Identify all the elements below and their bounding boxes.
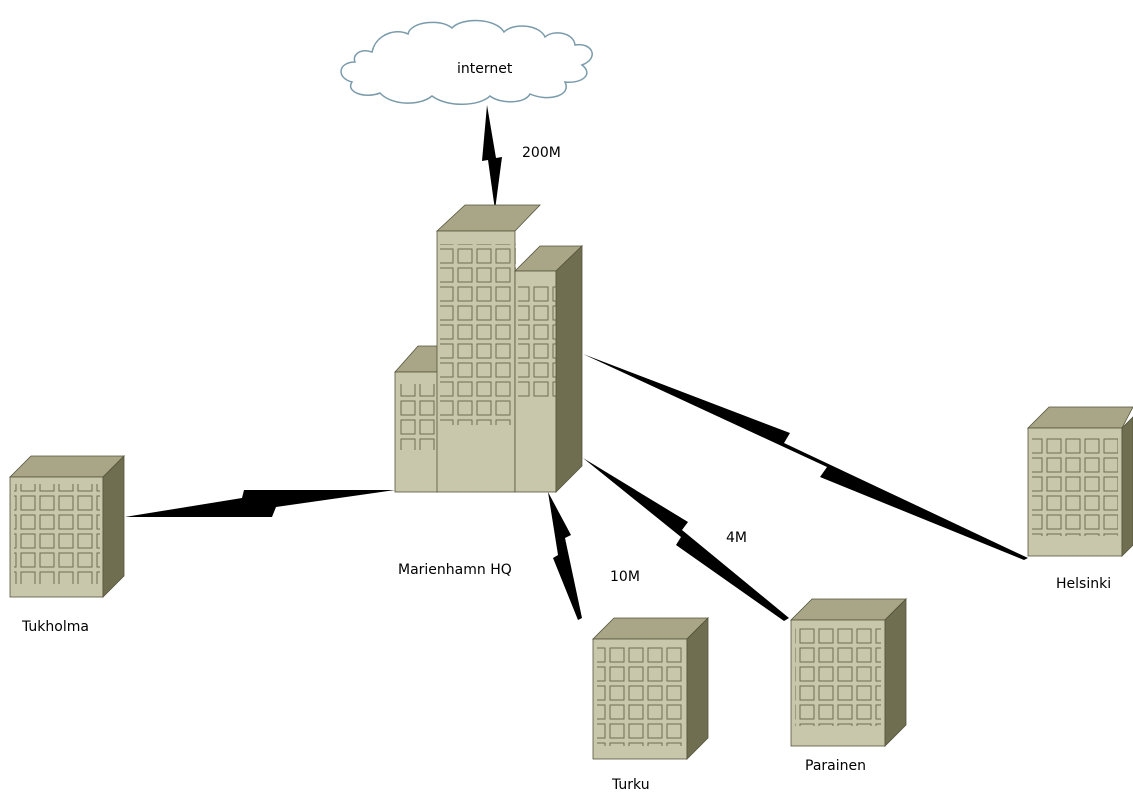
link-turku-bandwidth: 10M — [610, 569, 640, 585]
internet-cloud — [340, 19, 593, 105]
hq-label: Marienhamn HQ — [398, 562, 512, 578]
helsinki-building — [1027, 406, 1133, 557]
link-internet-bandwidth: 200M — [522, 145, 561, 161]
tukholma-building — [9, 455, 125, 598]
turku-label: Turku — [612, 777, 650, 793]
helsinki-label: Helsinki — [1056, 576, 1112, 592]
link-helsinki — [583, 354, 1028, 560]
parainen-label: Parainen — [805, 758, 866, 774]
link-tukholma — [125, 490, 395, 517]
tukholma-label: Tukholma — [22, 619, 89, 635]
link-internet — [482, 105, 502, 210]
turku-building — [592, 617, 709, 760]
link-parainen — [583, 458, 789, 621]
link-parainen-bandwidth: 4M — [726, 530, 747, 546]
hq-building — [394, 204, 583, 493]
parainen-building — [790, 598, 907, 747]
link-turku — [548, 492, 582, 620]
internet-label: internet — [457, 61, 513, 77]
